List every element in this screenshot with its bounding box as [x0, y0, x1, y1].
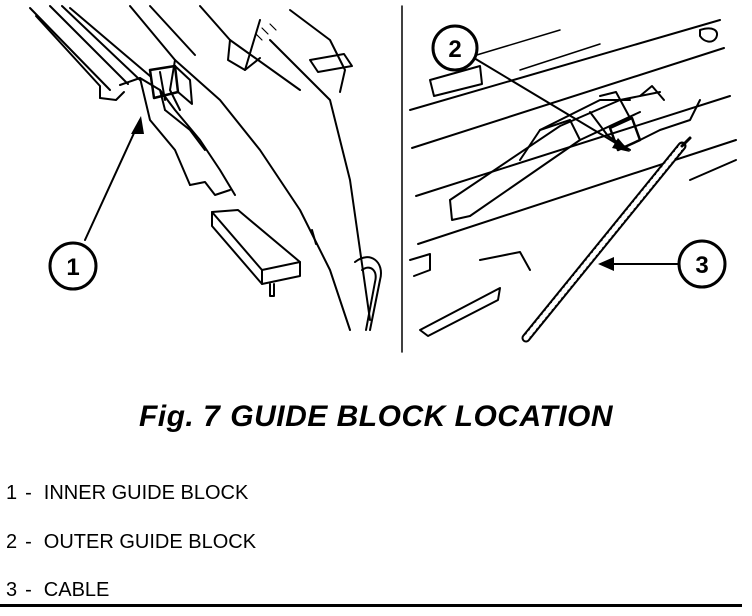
- callout-number-1: 1: [66, 254, 79, 281]
- legend-item-1: 1-INNER GUIDE BLOCK: [6, 482, 248, 505]
- callout-3: 3: [598, 239, 727, 289]
- figure-number: Fig. 7: [138, 400, 221, 433]
- arrowhead-2: [612, 138, 630, 152]
- callout-circle-2: [431, 24, 479, 72]
- legend-separator: -: [25, 482, 32, 504]
- legend-label: INNER GUIDE BLOCK: [43, 482, 249, 504]
- figure-caption: Fig. 7 GUIDE BLOCK LOCATION: [0, 400, 752, 434]
- figure-title: GUIDE BLOCK LOCATION: [230, 400, 614, 433]
- legend-number: 2: [6, 531, 18, 553]
- guide-block-illustration: 1: [29, 5, 737, 353]
- callout-number-2: 2: [448, 36, 461, 63]
- callout-circle-3: [677, 239, 727, 289]
- callout-1: 1: [48, 116, 144, 291]
- callout-number-3: 3: [695, 252, 708, 279]
- legend-label: CABLE: [43, 579, 110, 601]
- right-panel-drawing: [409, 19, 737, 337]
- cable-drawing: [521, 136, 692, 343]
- legend-separator: -: [25, 531, 32, 553]
- legend-number: 3: [6, 579, 18, 601]
- bottom-rule: [0, 604, 742, 607]
- leader-line-2: [473, 57, 625, 149]
- legend-number: 1: [6, 482, 18, 504]
- legend-item-3: 3-CABLE: [6, 579, 109, 602]
- legend-item-2: 2-OUTER GUIDE BLOCK: [6, 531, 256, 554]
- legend-label: OUTER GUIDE BLOCK: [43, 531, 257, 553]
- arrowhead-3: [598, 257, 614, 271]
- arrowhead-1: [131, 116, 144, 134]
- legend-separator: -: [25, 579, 32, 601]
- callout-2: 2: [431, 24, 630, 152]
- left-panel-drawing: [29, 5, 382, 331]
- leader-line-1: [84, 119, 141, 241]
- callout-circle-1: [48, 241, 98, 291]
